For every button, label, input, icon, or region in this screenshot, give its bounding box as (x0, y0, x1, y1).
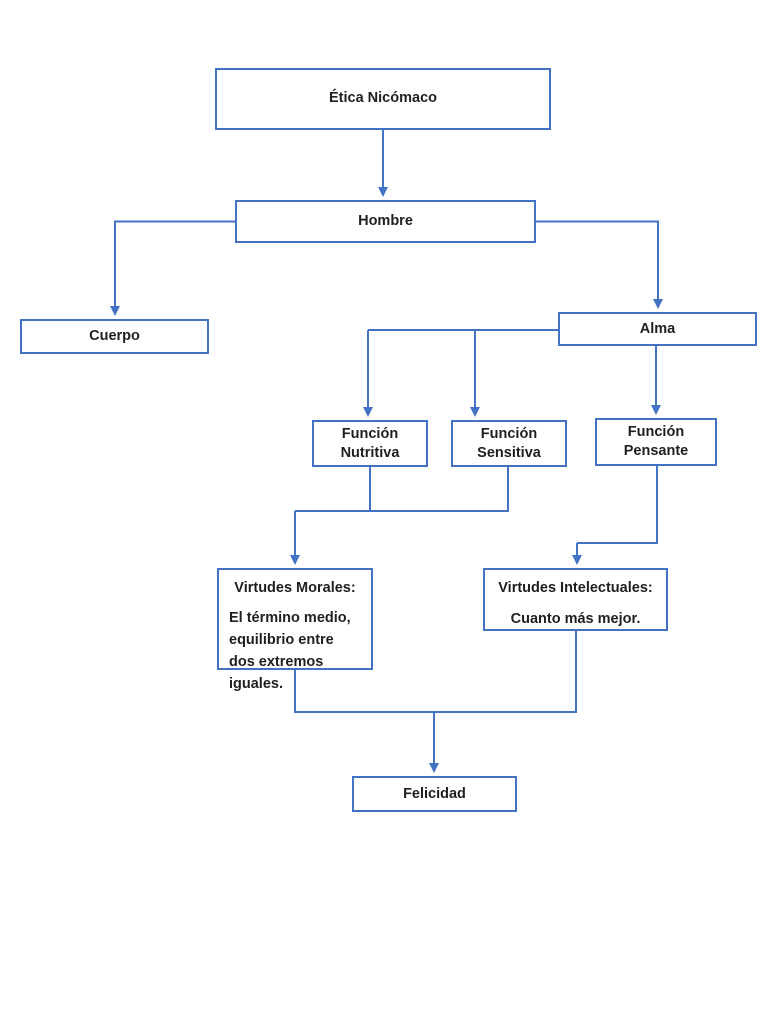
node-alma-label: Alma (639, 320, 676, 337)
node-felicidad-label: Felicidad (403, 785, 466, 802)
node-funcion-pensante-line2: Pensante (623, 443, 689, 459)
edge-hombre-alma (536, 220, 663, 309)
edge-funciones-morales-trunk (295, 467, 509, 512)
node-hombre-label: Hombre (358, 213, 413, 229)
node-virtudes-intelectuales-body: Cuanto más mejor. (510, 611, 641, 627)
node-felicidad: Felicidad (352, 776, 517, 812)
node-virtudes-intelectuales: Virtudes Intelectuales: Cuanto más mejor… (483, 568, 668, 631)
node-etica-label: Ética Nicómaco (329, 90, 437, 106)
edge-pensante-intelectuales-trunk (577, 466, 658, 544)
node-virtudes-morales-title: Virtudes Morales: (234, 580, 356, 596)
node-virtudes-morales: Virtudes Morales: El término medio, equi… (217, 568, 373, 692)
edge-virtudes-felicidad-trunk (294, 631, 577, 713)
edge-hombre-cuerpo (110, 220, 235, 316)
node-funcion-sensitiva-line2: Sensitiva (477, 444, 541, 461)
node-funcion-nutritiva: Función Nutritiva (312, 420, 428, 467)
node-virtudes-morales-body: El término medio, equilibrio entre dos e… (229, 610, 351, 692)
node-hombre: Hombre (235, 200, 536, 243)
node-etica-nicomaco: Ética Nicómaco (215, 68, 551, 130)
node-funcion-sensitiva-line1: Función (480, 425, 538, 442)
node-funcion-pensante: Función Pensante (595, 418, 717, 466)
node-funcion-pensante-line1: Función (627, 424, 685, 440)
node-alma: Alma (558, 312, 757, 346)
node-funcion-nutritiva-line2: Nutritiva (340, 444, 400, 461)
node-cuerpo: Cuerpo (20, 319, 209, 354)
node-virtudes-intelectuales-title: Virtudes Intelectuales: (498, 580, 653, 596)
node-funcion-nutritiva-line1: Función (341, 425, 399, 442)
node-cuerpo-label: Cuerpo (89, 328, 140, 344)
node-funcion-sensitiva: Función Sensitiva (451, 420, 567, 467)
